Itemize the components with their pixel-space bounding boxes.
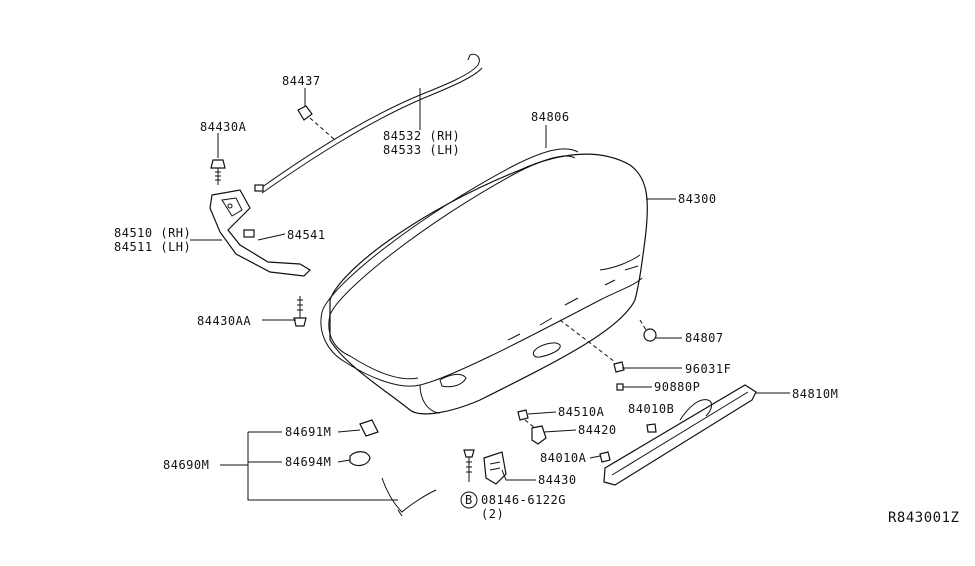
part-labels: 84437 84430A 84532 (RH) 84533 (LH) 84806…: [114, 74, 959, 526]
label-84437: 84437: [282, 74, 321, 88]
bolt-84430AA-part: [293, 296, 307, 327]
bolt-symbol: B: [465, 493, 473, 507]
label-84511: 84511 (LH): [114, 240, 191, 254]
label-84810M: 84810M: [792, 387, 838, 401]
label-08146-6122G: 08146-6122G: [481, 493, 566, 507]
label-84420: 84420: [578, 423, 617, 437]
label-84430A: 84430A: [200, 120, 247, 134]
lock-84430-part: [483, 451, 507, 485]
label-84691M: 84691M: [285, 425, 331, 439]
grommet-84807-part: [639, 319, 657, 342]
label-84541: 84541: [287, 228, 326, 242]
trunk-lid-part: [320, 148, 648, 415]
label-84010B: 84010B: [628, 402, 674, 416]
label-84532: 84532 (RH): [383, 129, 460, 143]
hinge-part: [209, 189, 311, 277]
label-84510A: 84510A: [558, 405, 605, 419]
label-96031F: 96031F: [685, 362, 731, 376]
clip-84010B-part: [646, 423, 657, 433]
finisher-84810M-part: [603, 384, 757, 486]
label-84430: 84430: [538, 473, 577, 487]
label-bolt-qty: (2): [481, 507, 504, 521]
release-cable-part: [254, 53, 483, 194]
clip-84010A-part: [599, 451, 611, 463]
bolt-08146-part: [463, 449, 475, 482]
label-84510: 84510 (RH): [114, 226, 191, 240]
label-84533: 84533 (LH): [383, 143, 460, 157]
label-84300: 84300: [678, 192, 717, 206]
clip-90880P-part: [616, 383, 624, 391]
label-84430AA: 84430AA: [197, 314, 251, 328]
label-84807: 84807: [685, 331, 724, 345]
diagram-code: R843001Z: [888, 510, 959, 526]
label-84010A: 84010A: [540, 451, 587, 465]
label-90880P: 90880P: [654, 380, 700, 394]
leader-lines: [190, 88, 790, 509]
bumper-84541-part: [243, 229, 255, 238]
bolt-84430A-part: [210, 133, 226, 185]
striker-84420-part: [524, 419, 547, 445]
clip-84437-part: [297, 88, 313, 121]
label-84806: 84806: [531, 110, 570, 124]
bracket-84510A-part: [517, 409, 529, 421]
label-84690M: 84690M: [163, 458, 209, 472]
clip-96031F-part: [559, 319, 625, 373]
harness-parts: [349, 419, 437, 517]
label-84694M: 84694M: [285, 455, 331, 469]
